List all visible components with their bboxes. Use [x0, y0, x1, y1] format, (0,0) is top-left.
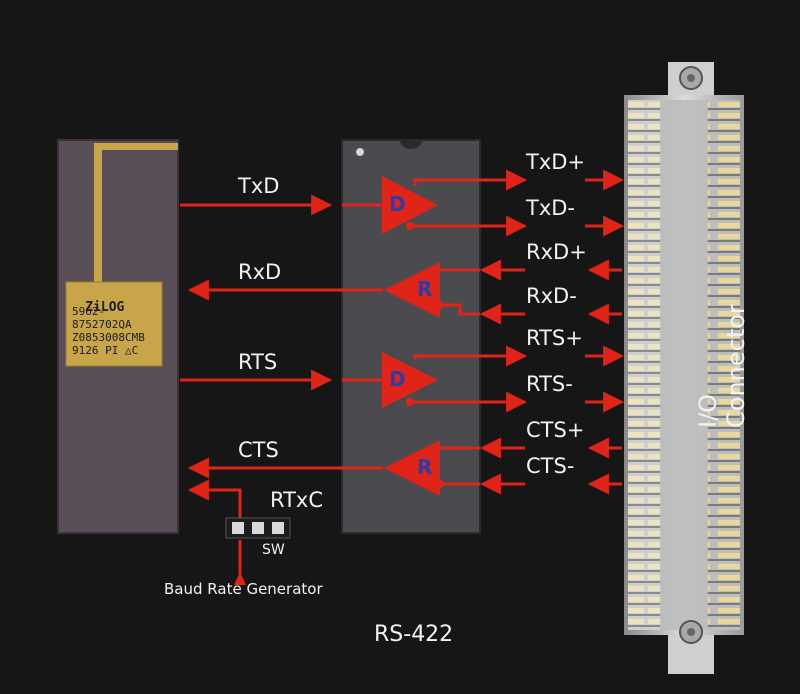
chip-marking-2: 8752702QA: [72, 318, 132, 331]
driver-gate-2: [382, 352, 438, 408]
label-rtxc: RTxC: [270, 488, 323, 512]
jumper-switch[interactable]: [225, 517, 291, 539]
pin1-dot: [356, 148, 364, 156]
uart-chip: [57, 139, 179, 534]
gate-label-receiver-1: R: [417, 277, 433, 301]
receiver-gate-2: [384, 440, 444, 496]
label-txd-plus: TxD+: [526, 150, 586, 174]
label-io-connector: I/O Connector: [694, 304, 750, 428]
right-signal-lines: [479, 169, 625, 495]
gate-label-driver-2: D: [389, 367, 406, 391]
io-connector: [624, 62, 744, 674]
label-cts-minus: CTS-: [526, 454, 575, 478]
baud-arrow: [234, 572, 246, 585]
label-rxd: RxD: [238, 260, 282, 284]
label-baud-rate-generator: Baud Rate Generator: [164, 580, 323, 598]
chip-notch: [400, 140, 422, 149]
label-rts-minus: RTS-: [526, 372, 573, 396]
driver-gate-1: [382, 176, 438, 234]
label-rts-plus: RTS+: [526, 326, 583, 350]
chip-marking-4: 9126 PI △C: [72, 344, 139, 357]
receiver-gate-1: [384, 262, 444, 318]
label-cts-plus: CTS+: [526, 418, 585, 442]
label-rts: RTS: [238, 350, 278, 374]
label-txd-minus: TxD-: [526, 196, 576, 220]
label-sw: SW: [262, 542, 285, 558]
inner-wiring: [342, 178, 480, 486]
label-rxd-minus: RxD-: [526, 284, 577, 308]
label-cts: CTS: [238, 438, 279, 462]
label-rxd-plus: RxD+: [526, 240, 587, 264]
gate-label-driver-1: D: [389, 192, 406, 216]
diagram-title: RS-422: [374, 622, 454, 647]
chip-marking-1: 5962-: [72, 305, 106, 318]
chip-brand: ZiLOG: [85, 300, 125, 315]
gate-label-receiver-2: R: [417, 455, 433, 479]
label-txd: TxD: [238, 174, 280, 198]
left-signal-lines: [180, 194, 342, 575]
chip-marking-3: Z0853008CMB: [72, 331, 145, 344]
